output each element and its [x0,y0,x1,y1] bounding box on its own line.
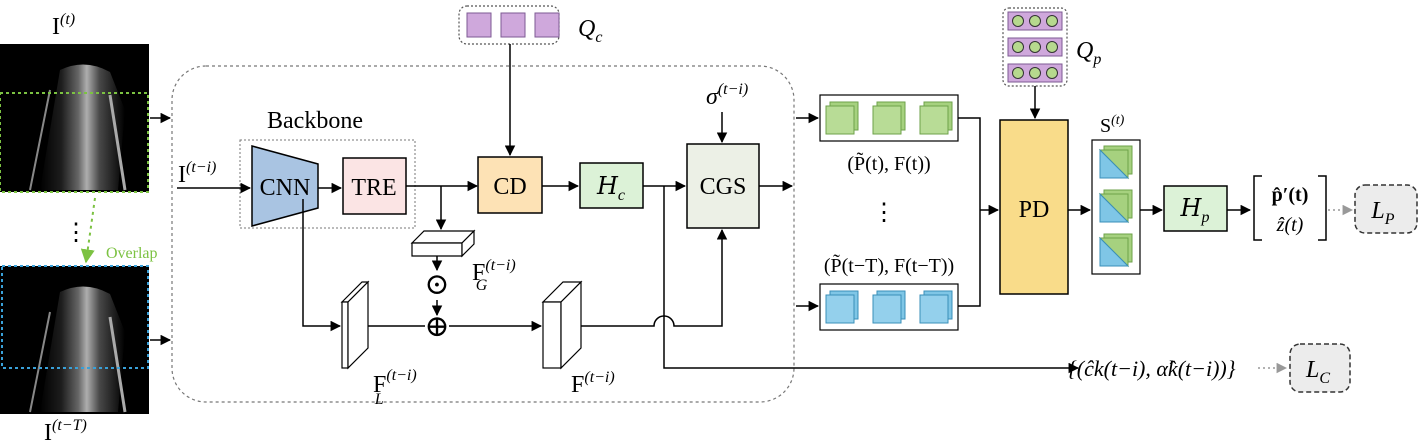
frame-top-label: I(t) [52,11,75,40]
cgs-label: CGS [700,174,747,200]
hp-label: Hp [1180,194,1210,226]
cd-label: CD [493,174,526,200]
fl-tensor [341,301,349,369]
frame-ellipsis: ⋮ [64,220,88,246]
frame-top-image [0,44,149,193]
frame-bottom-label: I(t−T) [44,417,87,445]
lc-loss-box [1289,343,1351,393]
cnn-label: CNN [260,175,311,201]
qp-queries [1002,7,1068,87]
s-tiles [1098,145,1133,268]
qc-label: Qc [578,16,602,46]
lp-loss-box [1354,184,1418,234]
pred-z: ẑ(t) [1276,214,1304,236]
input-label: I(t−i) [178,159,216,188]
lc-label: LC [1305,357,1330,387]
hp-block [1163,185,1228,232]
feature-ellipsis: ⋮ [872,200,896,226]
ck-set-label: {(ĉk(t−i), α̂k(t−i))} [1068,356,1236,381]
qp-label: Qp [1076,38,1101,68]
feature-stack-blue [825,290,953,324]
backbone-box [239,139,416,229]
feature-stack-green [825,101,953,135]
s-label: S(t) [1100,113,1125,137]
hc-label: Hc [596,172,625,204]
f-label: F(t−i) [571,369,615,398]
frame-bottom-image [0,265,149,414]
pd-label: PD [1019,197,1050,223]
qp-query-rows [1007,11,1063,83]
overlap-label: Overlap [106,245,158,262]
qc-queries [458,5,560,45]
pred-p: p̂′(t) [1272,184,1309,206]
fl-label: F(t−i)L [373,367,417,408]
hc-block [579,162,644,209]
fg-label: F(t−i)G [472,257,516,294]
feature-top-label: (P̃(t), F(t)) [847,151,930,175]
oplus-symbol: ⊕ [424,310,449,343]
sigma-label: σ(t−i) [706,81,748,110]
f-tensor [542,301,562,369]
feature-bottom-label: (P̃(t−T), F(t−T)) [824,253,954,277]
cnn-block [251,145,319,227]
pred-bracket-right [1318,175,1327,241]
tre-label: TRE [351,175,396,201]
lp-label: LP [1370,198,1394,228]
backbone-title: Backbone [267,108,363,134]
odot-symbol: ⊙ [424,268,449,301]
cgs-block [686,143,760,229]
pipeline-container [171,65,795,403]
pd-block [999,119,1069,295]
cd-block [477,156,543,214]
pred-bracket-left [1253,175,1262,241]
